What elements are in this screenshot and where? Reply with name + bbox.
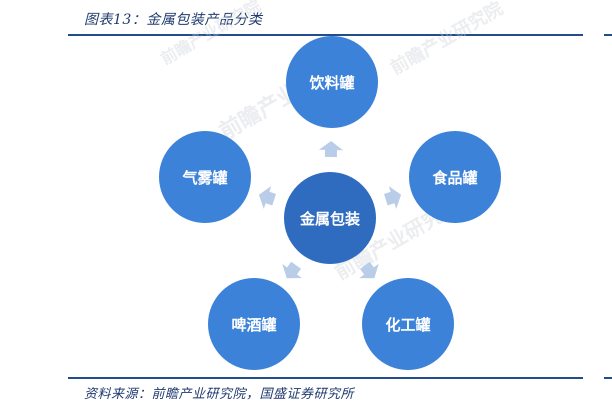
- node-label: 啤酒罐: [231, 316, 276, 334]
- figure-title: 图表13：金属包装产品分类: [84, 12, 263, 28]
- watermark-text: 前瞻产业研究院: [158, 0, 265, 68]
- figure-source: 资料来源：前瞻产业研究院，国盛证券研究所: [84, 387, 355, 402]
- node-beverage-can: 饮料罐: [286, 36, 378, 128]
- node-beer-can: 啤酒罐: [208, 278, 300, 370]
- node-label: 食品罐: [432, 169, 477, 187]
- center-circle: [284, 172, 376, 264]
- bottom-rule-stub: [604, 377, 612, 379]
- arrow-to-beer-can: [282, 261, 302, 279]
- node-circle: [286, 36, 378, 128]
- node-food-can: 食品罐: [409, 131, 501, 223]
- bottom-rule: [68, 377, 583, 379]
- arrow-to-aerosol-can: [258, 186, 276, 209]
- node-label: 化工罐: [385, 316, 430, 334]
- top-rule-stub: [604, 34, 612, 36]
- arrow-to-chemical-can: [359, 261, 379, 279]
- center-label: 金属包装: [299, 210, 361, 228]
- node-chemical-can: 化工罐: [362, 278, 454, 370]
- node-center-metal-packaging: 金属包装: [284, 172, 376, 264]
- watermark-text: 前瞻产业研究院: [387, 0, 507, 79]
- node-circle: [208, 278, 300, 370]
- node-aerosol-can: 气雾罐: [159, 131, 251, 223]
- node-circle: [362, 278, 454, 370]
- node-circle: [159, 131, 251, 223]
- node-label: 气雾罐: [181, 169, 227, 187]
- node-label: 饮料罐: [308, 74, 354, 92]
- arrow-to-beverage-can: [319, 141, 343, 158]
- top-rule: [68, 34, 583, 36]
- node-circle: [409, 131, 501, 223]
- arrow-to-food-can: [384, 186, 402, 209]
- arrows: [258, 141, 402, 279]
